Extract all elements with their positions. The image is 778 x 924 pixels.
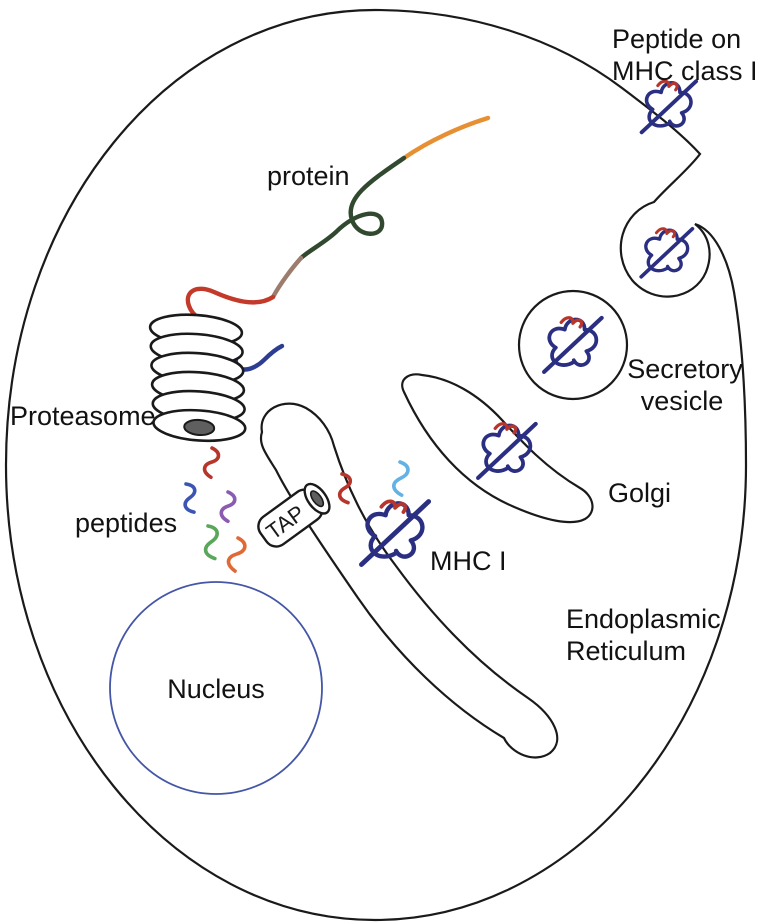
peptide-squiggle xyxy=(226,536,247,573)
label-proteasome: Proteasome xyxy=(10,401,156,431)
proteasome-channel-opening xyxy=(183,418,216,437)
peptide-squiggle xyxy=(219,490,237,524)
label-er-line1: Endoplasmic xyxy=(566,604,721,634)
label-er-line2: Reticulum xyxy=(566,636,686,666)
label-peptide-on-mhc-line2: MHC class I xyxy=(612,56,758,86)
label-mhc-i: MHC I xyxy=(430,546,507,576)
peptide-squiggle xyxy=(337,472,352,505)
label-secretory-line2: vesicle xyxy=(641,386,724,416)
peptide-squiggle xyxy=(392,460,410,497)
protein-segment-brown xyxy=(270,255,304,300)
label-nucleus: Nucleus xyxy=(167,674,265,704)
label-peptides: peptides xyxy=(75,508,177,538)
proteasome xyxy=(148,313,247,443)
cell-membrane xyxy=(4,8,748,922)
label-secretory-line1: Secretory xyxy=(627,354,743,384)
endoplasmic-reticulum xyxy=(259,402,559,759)
mhc-in-membrane-pocket-icon xyxy=(639,226,695,279)
peptide-squiggle xyxy=(202,446,221,480)
label-peptide-on-mhc-line1: Peptide on xyxy=(612,24,741,54)
protein-segment-orange xyxy=(401,115,491,161)
mhc-in-er-icon xyxy=(361,501,428,564)
golgi xyxy=(401,373,594,524)
peptide-squiggle xyxy=(183,482,197,514)
nucleus xyxy=(109,581,323,795)
peptide-squiggle xyxy=(203,524,219,561)
er-peptides xyxy=(337,460,410,505)
mhc-on-membrane-icon xyxy=(639,79,699,135)
label-golgi: Golgi xyxy=(608,478,671,508)
protein-segment-green xyxy=(298,155,407,261)
label-protein: protein xyxy=(267,161,350,191)
tap-channel-opening xyxy=(309,490,325,508)
cytosolic-peptides xyxy=(183,446,247,573)
